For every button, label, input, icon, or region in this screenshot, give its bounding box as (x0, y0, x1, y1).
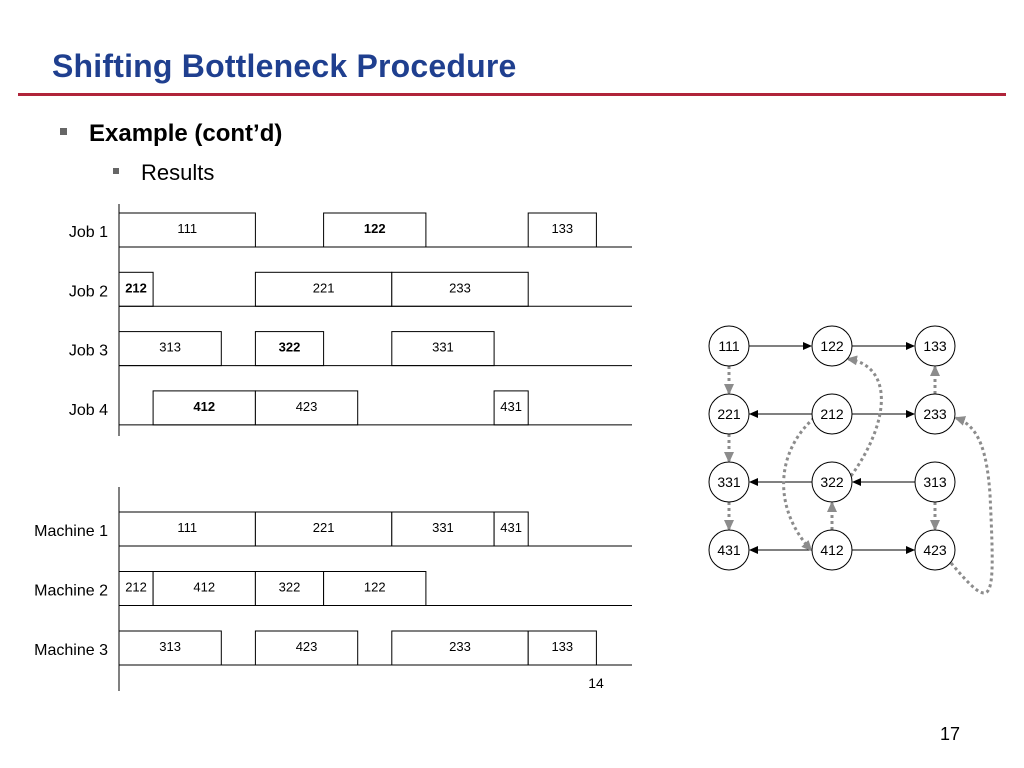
job-op-bar (323, 212, 427, 248)
disjunctive-arc (782, 416, 816, 552)
graph-node-label: 233 (923, 406, 947, 422)
graph-node-label: 423 (923, 542, 947, 558)
job-op-label: 122 (364, 221, 386, 236)
graph-node-label: 313 (923, 474, 947, 490)
disjunctive-arc (949, 416, 994, 595)
graph-node-label: 322 (820, 474, 844, 490)
job-op-label: 221 (313, 280, 335, 295)
machine-op-bar (254, 571, 325, 606)
graph-node-label: 412 (820, 542, 844, 558)
graph-node-label: 431 (717, 542, 741, 558)
job-op-bar (118, 331, 222, 367)
machine-op-label: 331 (432, 520, 454, 535)
graph-node (811, 461, 853, 503)
bullet-example-text: Example (cont’d) (89, 120, 283, 147)
graph-node (708, 393, 750, 435)
graph-node (811, 325, 853, 367)
job-op-label: 331 (432, 340, 454, 355)
machine-op-bar (323, 571, 427, 606)
machine-op-label: 431 (500, 520, 522, 535)
job-row-label: Job 1 (69, 224, 108, 241)
graph-node-label: 331 (717, 474, 741, 490)
bullet-square-icon (60, 128, 67, 136)
graph-node (708, 325, 750, 367)
job-op-label: 111 (177, 221, 197, 236)
machine-op-label: 122 (364, 580, 386, 595)
job-op-label: 423 (296, 399, 318, 414)
job-op-label: 212 (125, 280, 147, 295)
job-op-bar (152, 390, 256, 426)
graph-node (811, 529, 853, 571)
job-op-bar (254, 390, 359, 426)
machine-row-label: Machine 2 (34, 583, 108, 600)
machine-op-label: 212 (125, 580, 147, 595)
job-row-label: Job 3 (69, 343, 108, 360)
graph-node (914, 393, 956, 435)
disjunctive-graph-nodes: 111 122 133 212 221 233 313 322 331 412 423 431 (708, 325, 956, 571)
job-op-label: 431 (500, 399, 522, 414)
page-number: 17 (940, 724, 961, 744)
graph-node (708, 529, 750, 571)
machine-op-bar (254, 511, 393, 547)
graph-node (914, 325, 956, 367)
machine-op-label: 133 (551, 639, 573, 654)
graph-node-label: 111 (718, 338, 739, 354)
machine-row-label: Machine 3 (34, 642, 108, 659)
job-op-label: 412 (193, 399, 215, 414)
job-op-label: 133 (551, 221, 573, 236)
graph-node-label: 221 (717, 406, 741, 422)
machine-op-label: 313 (159, 639, 181, 654)
machine-op-bar (391, 511, 495, 547)
disjunctive-graph-arcs (724, 342, 994, 595)
machine-op-bar (527, 630, 597, 666)
title-rule (18, 93, 1006, 96)
job-op-bar (254, 331, 325, 367)
machine-op-label: 423 (296, 639, 318, 654)
bullet-results-text: Results (141, 160, 215, 185)
job-row-label: Job 4 (69, 402, 108, 419)
bullet-example: Example (cont’d) (60, 120, 282, 148)
graph-node (914, 461, 956, 503)
machine-op-bar (493, 511, 529, 547)
machine-op-bar (254, 630, 359, 666)
graph-node (914, 529, 956, 571)
machine-op-label: 221 (313, 520, 335, 535)
machine-op-label: 111 (177, 520, 197, 535)
machine-op-bar (391, 630, 529, 666)
job-op-bar (493, 390, 529, 426)
makespan-label: 14 (588, 675, 604, 691)
job-op-bar (118, 271, 154, 307)
job-row-label: Job 2 (69, 283, 108, 300)
machine-row-label: Machine 1 (34, 523, 108, 540)
job-op-label: 322 (279, 340, 301, 355)
job-op-bar (118, 212, 256, 248)
disjunctive-arc (846, 355, 883, 477)
bullet-results: Results (113, 160, 214, 186)
graph-node (708, 461, 750, 503)
graph-node (811, 393, 853, 435)
job-op-bar (527, 212, 597, 248)
graph-node-label: 212 (820, 406, 844, 422)
machine-op-label: 233 (449, 639, 471, 654)
job-op-label: 233 (449, 280, 471, 295)
sub-bullet-square-icon (113, 168, 119, 175)
graph-node-label: 122 (820, 338, 844, 354)
machine-op-label: 322 (279, 580, 301, 595)
job-op-bar (391, 331, 495, 367)
machine-op-label: 412 (193, 580, 215, 595)
job-op-label: 313 (159, 340, 181, 355)
graph-node-label: 133 (923, 338, 947, 354)
machine-op-bar (118, 511, 256, 547)
slide-title: Shifting Bottleneck Procedure (52, 48, 517, 84)
